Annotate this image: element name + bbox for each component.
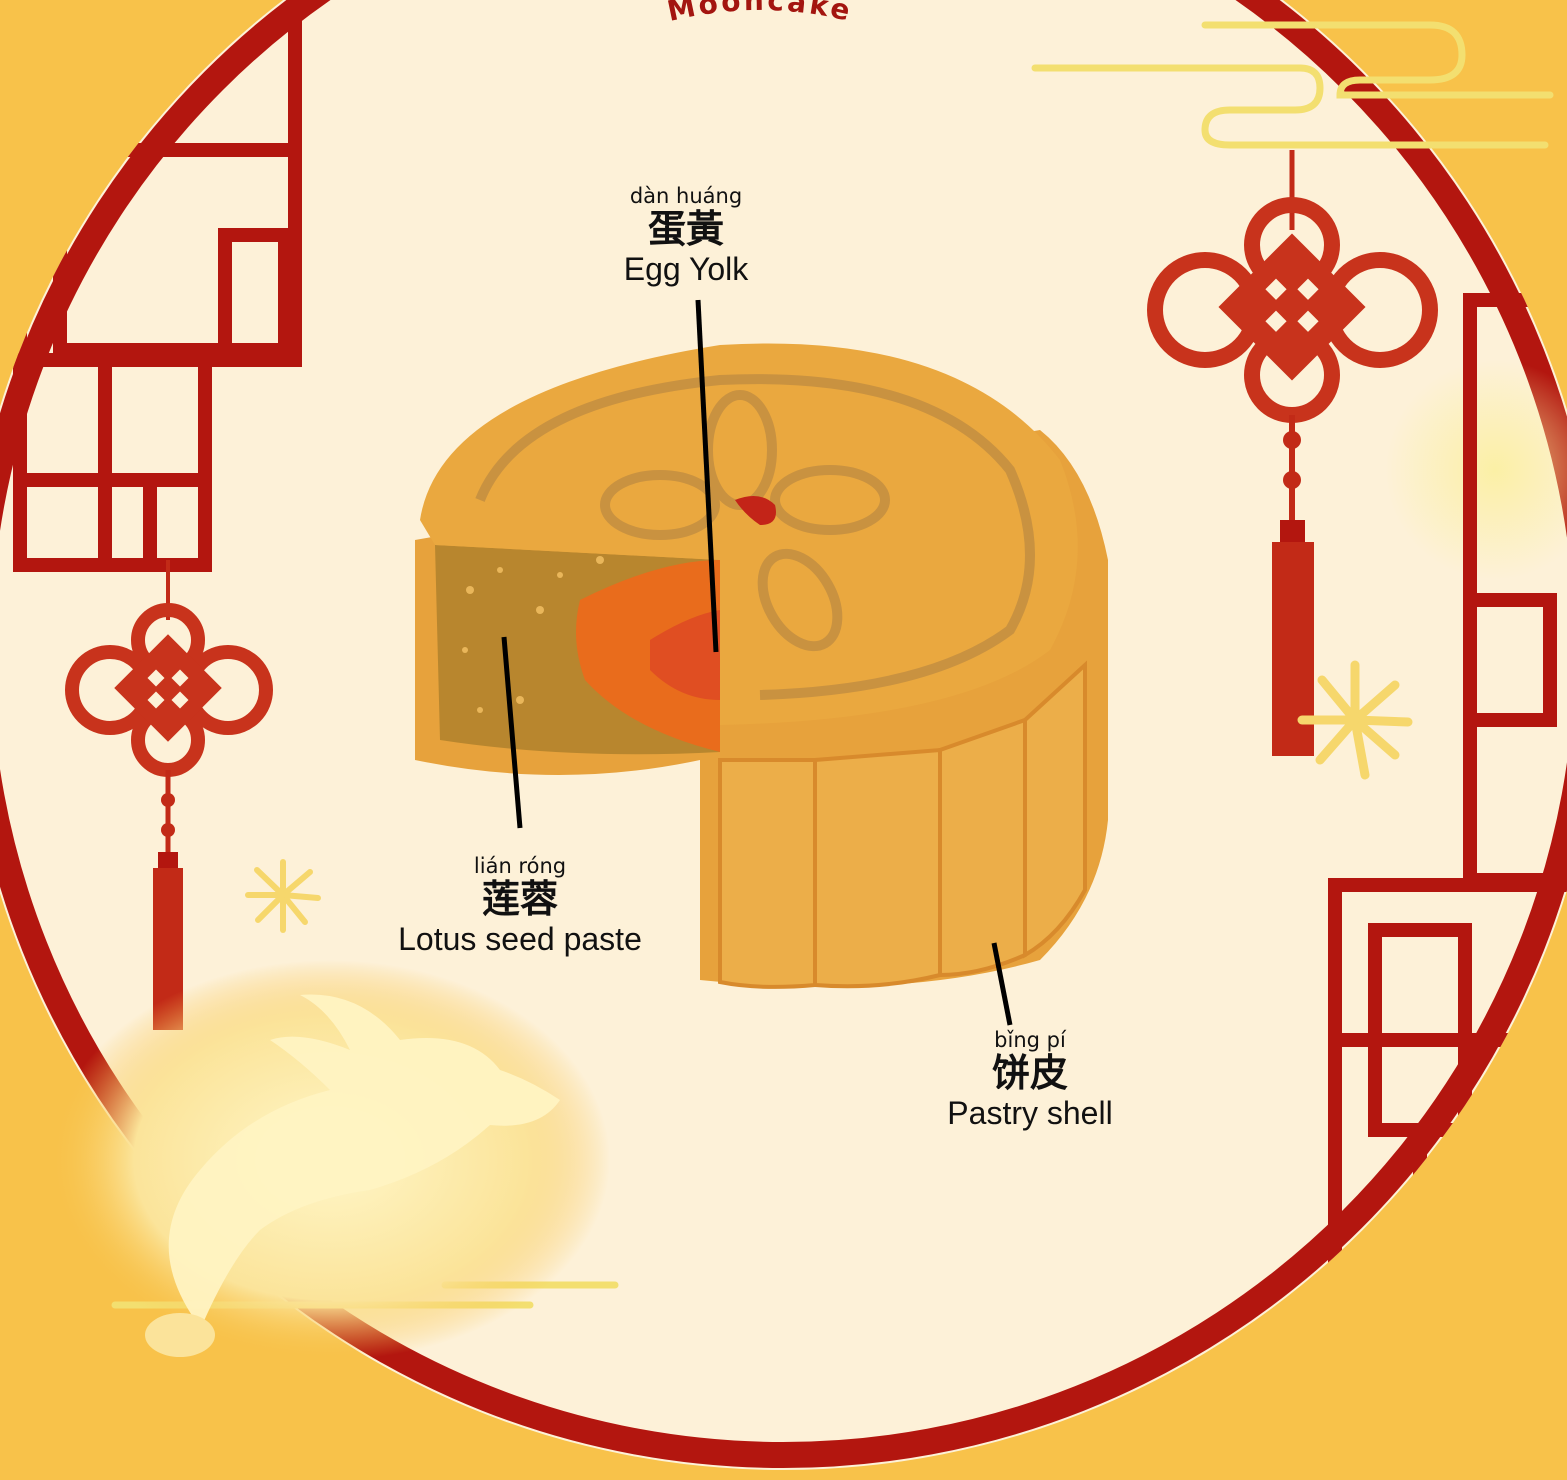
label-pastry-shell: bǐng pí 饼皮 Pastry shell [900, 1028, 1160, 1132]
hanzi-text: 饼皮 [900, 1052, 1160, 1094]
hanzi-text: 莲蓉 [360, 878, 680, 920]
pinyin-text: bǐng pí [900, 1028, 1160, 1052]
english-text: Lotus seed paste [360, 920, 680, 958]
hanzi-text: 蛋黃 [586, 208, 786, 250]
label-egg-yolk: dàn huáng 蛋黃 Egg Yolk [586, 184, 786, 288]
english-text: Egg Yolk [586, 250, 786, 288]
pinyin-text: dàn huáng [586, 184, 786, 208]
label-lotus-seed-paste: lián róng 莲蓉 Lotus seed paste [360, 854, 680, 958]
english-text: Pastry shell [900, 1094, 1160, 1132]
pinyin-text: lián róng [360, 854, 680, 878]
rabbit-icon [50, 960, 610, 1360]
